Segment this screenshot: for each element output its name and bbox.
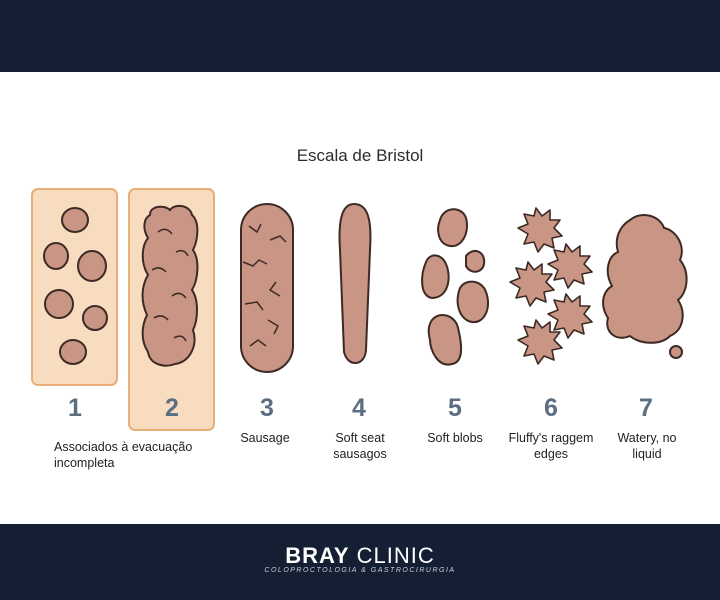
type-label-6: Fluffy's raggem edges <box>508 431 594 461</box>
type-number-1: 1 <box>68 394 82 422</box>
brand-name-light: CLINIC <box>356 543 435 568</box>
top-header-bar <box>0 0 720 72</box>
separate-hard-lumps-icon <box>43 207 108 365</box>
type-number-3: 3 <box>260 394 274 422</box>
type-label-3: Sausage <box>240 431 290 445</box>
type-label-1: Associados à evacuação incompleta <box>54 440 193 470</box>
soft-blobs-icon <box>421 208 490 366</box>
type-number-4: 4 <box>352 394 366 422</box>
type-number-6: 6 <box>544 394 558 422</box>
type-number-7: 7 <box>639 394 653 422</box>
type-number-2: 2 <box>165 394 179 422</box>
smooth-sausage-icon <box>338 202 372 364</box>
brand-tagline: COLOPROCTOLOGIA & GASTROCIRURGIA <box>264 567 456 574</box>
footer-bar <box>0 524 720 600</box>
diagram-title: Escala de Bristol <box>296 146 424 165</box>
fluffy-ragged-pieces-icon <box>509 207 593 365</box>
brand-logo: BRAY CLINIC <box>0 543 720 569</box>
cracked-sausage-icon <box>240 203 294 373</box>
type-label-5: Soft blobs <box>427 431 483 445</box>
type-label-7: Watery, no liquid <box>617 431 677 461</box>
brand-name-bold: BRAY <box>285 543 350 568</box>
lumpy-sausage-icon <box>141 204 199 367</box>
highlight-box-type-1 <box>31 188 118 386</box>
watery-puddle-icon <box>602 213 688 359</box>
type-label-4: Soft seat sausagos <box>333 431 387 461</box>
type-number-5: 5 <box>448 394 462 422</box>
